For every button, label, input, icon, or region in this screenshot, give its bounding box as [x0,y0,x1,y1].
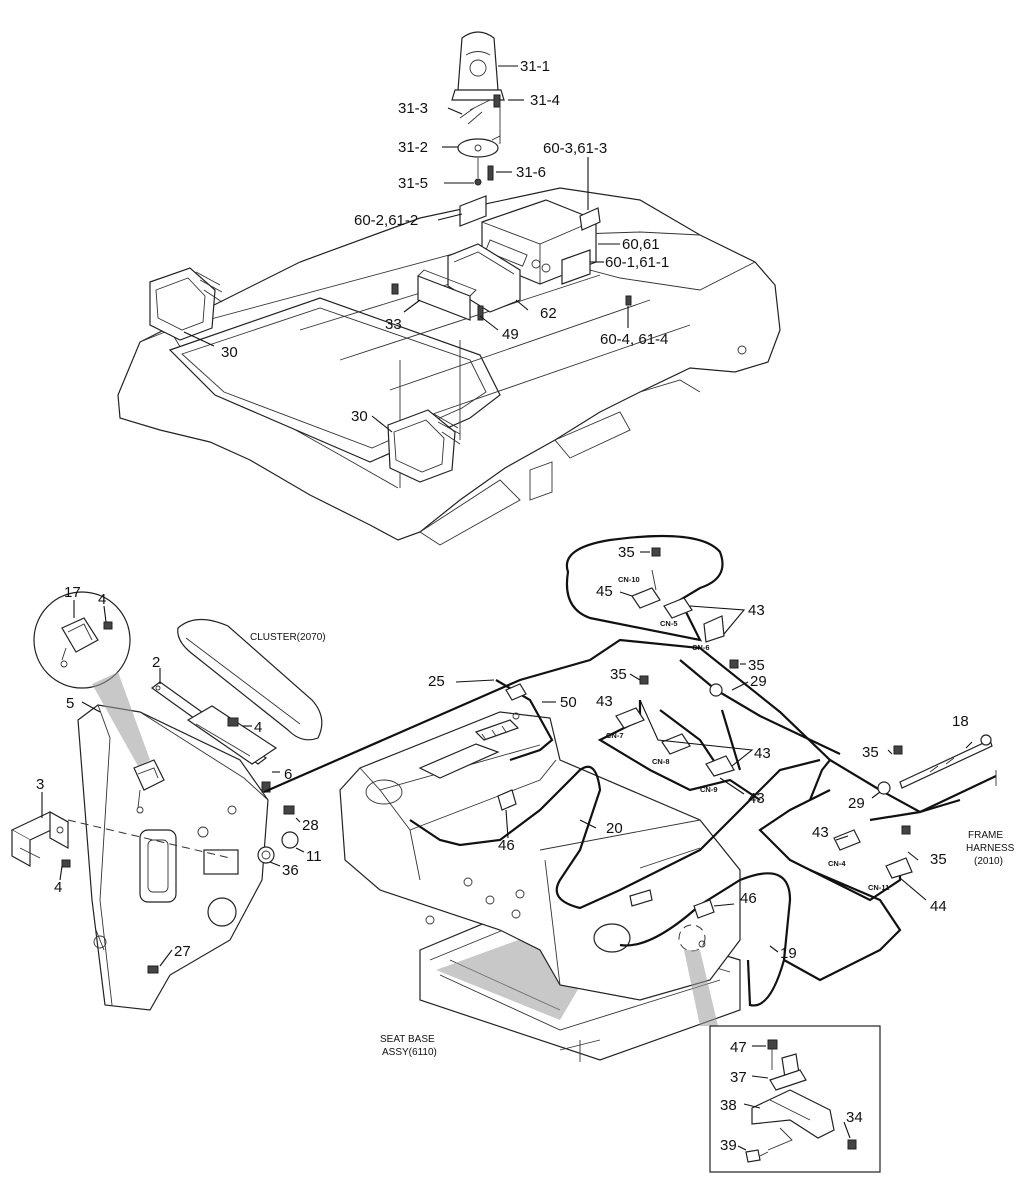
connector-cn-4: CN-4 [828,859,846,868]
label-60-3-61-3: 60-3,61-3 [543,140,607,157]
wiring-harness [263,534,997,1007]
label-46-right: 46 [740,890,757,907]
label-4-lower: 4 [54,879,62,896]
left-console-panel [77,704,269,1011]
detail-leader-lines [737,1045,851,1151]
bracket-2 [150,681,278,793]
cab-roof [117,187,781,546]
label-36: 36 [282,862,299,879]
connector-labels: CN-10 CN-5 CN-6 CN-7 CN-8 CN-9 CN-4 CN-1… [606,575,889,892]
note-seat-base-1: SEAT BASE [380,1034,435,1045]
connector-cn-6: CN-6 [692,643,710,652]
note-cluster: CLUSTER(2070) [250,632,326,643]
bracket-3 [10,810,70,868]
detail-callout-pointer [684,950,718,1026]
label-5: 5 [66,695,74,712]
label-60-1-61-1: 60-1,61-1 [605,254,669,271]
label-19: 19 [780,945,797,962]
part-labels: 31-1 31-3 31-4 31-2 60-3,61-3 31-5 31-6 … [36,58,969,1154]
label-2: 2 [152,654,160,671]
label-43-cn9: 43 [748,790,765,807]
work-lamp-left [149,267,223,341]
roof-leader-lines [183,65,629,433]
label-4-bracket: 4 [254,719,262,736]
console-leader-lines [41,600,305,967]
label-18: 18 [952,713,969,730]
note-frame-harness-3: (2010) [974,856,1003,867]
label-30-right: 30 [351,408,368,425]
connector-cn-7: CN-7 [606,731,624,740]
label-25: 25 [428,673,445,690]
connector-cn-11: CN-11 [868,883,889,892]
label-20: 20 [606,820,623,837]
label-49: 49 [502,326,519,343]
connector-cn-8: CN-8 [652,757,670,766]
label-62: 62 [540,305,557,322]
label-6: 6 [284,766,292,783]
storage-box [391,243,521,321]
label-30-left: 30 [221,344,238,361]
label-43-cn4: 43 [812,824,829,841]
harness-leader-lines [455,551,973,953]
label-38: 38 [720,1097,737,1114]
label-17: 17 [64,584,81,601]
connector-cn-5: CN-5 [660,619,678,628]
label-31-2: 31-2 [398,139,428,156]
label-60-61: 60,61 [622,236,660,253]
label-27: 27 [174,943,191,960]
label-43-cn7: 43 [596,693,613,710]
label-11: 11 [306,848,322,865]
label-34: 34 [846,1109,863,1126]
label-35-mid-right: 35 [748,657,765,674]
radio-unit [459,195,632,306]
label-29-bottom: 29 [848,795,865,812]
note-seat-base-2: ASSY(6110) [382,1047,437,1058]
label-31-1: 31-1 [520,58,550,75]
harness-clips [497,547,913,919]
beacon-lamp [451,31,505,186]
reference-notes: CLUSTER(2070) FRAME HARNESS (2010) SEAT … [250,632,1015,1058]
label-33: 33 [385,316,402,333]
cluster [177,618,323,741]
rod-18 [899,734,993,789]
label-29-top: 29 [750,673,767,690]
label-43-cn8: 43 [754,745,771,762]
label-31-6: 31-6 [516,164,546,181]
connector-cn-9: CN-9 [700,785,718,794]
label-3: 3 [36,776,44,793]
label-35-right: 35 [862,744,879,761]
label-35-lower: 35 [930,851,947,868]
label-35-mid-left: 35 [610,666,627,683]
detail-box [709,1025,881,1173]
connector-cn-10: CN-10 [618,575,640,584]
label-31-5: 31-5 [398,175,428,192]
label-50: 50 [560,694,577,711]
seat-console [339,711,741,1001]
note-frame-harness-2: HARNESS [966,843,1015,854]
label-46-left: 46 [498,837,515,854]
label-45: 45 [596,583,613,600]
label-44: 44 [930,898,947,915]
label-60-4-61-4: 60-4, 61-4 [600,331,668,348]
switch-detail-inset [33,591,150,766]
label-47: 47 [730,1039,747,1056]
console-small-parts [257,805,299,864]
work-lamp-right [387,409,461,483]
label-28: 28 [302,817,319,834]
label-4-inset: 4 [98,591,106,608]
label-31-3: 31-3 [398,100,428,117]
label-43-top: 43 [748,602,765,619]
console-switch [133,759,165,814]
label-39: 39 [720,1137,737,1154]
note-frame-harness-1: FRAME [968,830,1003,841]
label-35-top: 35 [618,544,635,561]
label-37: 37 [730,1069,747,1086]
label-31-4: 31-4 [530,92,560,109]
label-60-2-61-2: 60-2,61-2 [354,212,418,229]
